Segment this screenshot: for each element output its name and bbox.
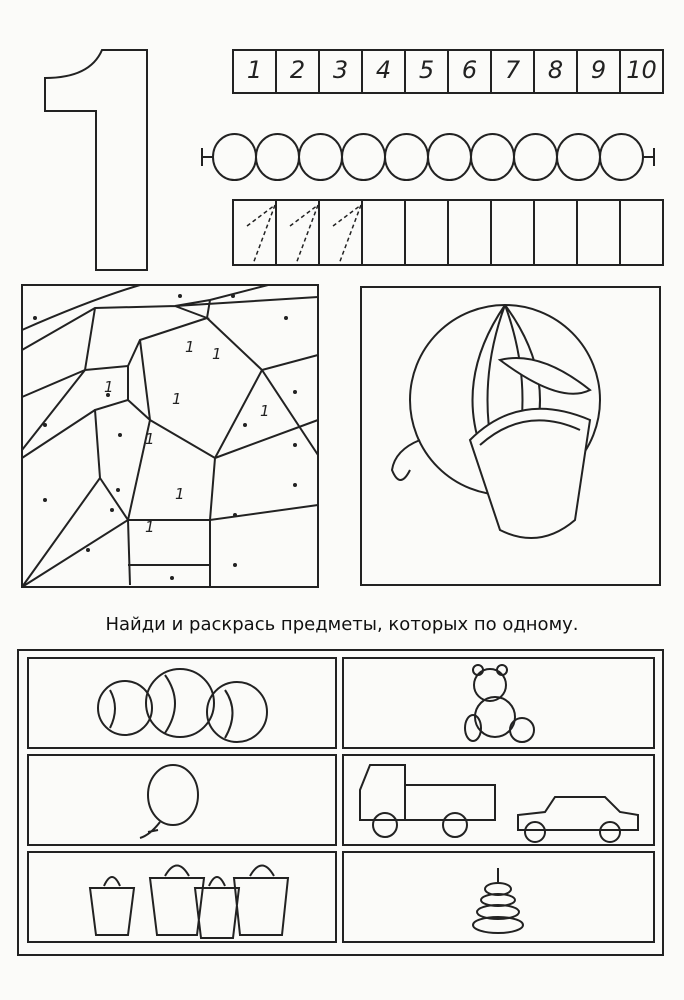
trace-cell — [404, 199, 449, 266]
mosaic-label: 1 — [145, 518, 155, 536]
number-cell-label: 2 — [289, 56, 306, 84]
buckets-drawing — [88, 864, 290, 939]
number-cell-label: 6 — [461, 56, 478, 84]
mosaic-label: 1 — [185, 338, 195, 356]
truck-drawing — [359, 764, 496, 838]
bead — [427, 133, 472, 181]
mosaic-label: 1 — [260, 402, 270, 420]
bead — [384, 133, 429, 181]
trace-cell — [318, 199, 363, 266]
bead — [298, 133, 343, 181]
big-digit-one-outline — [44, 49, 148, 271]
items-grid — [17, 649, 664, 956]
bead — [470, 133, 515, 181]
bead — [513, 133, 558, 181]
balloon-drawing — [139, 764, 199, 839]
trace-cell — [232, 199, 277, 266]
dashed-digit-one — [246, 202, 277, 265]
bead — [212, 133, 257, 181]
car-drawing — [517, 796, 639, 843]
dashed-digit-one — [332, 202, 363, 265]
bead — [599, 133, 644, 181]
trace-cell — [576, 199, 621, 266]
watermelon-picture — [360, 286, 661, 586]
number-cell — [619, 49, 664, 94]
bead — [255, 133, 300, 181]
pyramid-toy-drawing — [472, 868, 524, 934]
instruction-text: Найди и раскрась предметы, которых по од… — [105, 614, 579, 635]
number-cell-label: 1 — [246, 56, 263, 84]
number-cell-label: 10 — [626, 56, 657, 84]
number-cell-label: 8 — [547, 56, 564, 84]
mosaic-label: 1 — [145, 430, 155, 448]
trace-cell — [275, 199, 320, 266]
bead — [341, 133, 386, 181]
number-cell-label: 5 — [418, 56, 435, 84]
trace-cell — [361, 199, 406, 266]
trace-cell — [447, 199, 492, 266]
mosaic-label: 1 — [104, 378, 114, 396]
number-cell-label: 3 — [332, 56, 349, 84]
number-row-grid — [232, 49, 664, 94]
mosaic-puzzle — [21, 284, 319, 588]
mosaic-label: 1 — [175, 485, 185, 503]
mosaic-label: 1 — [172, 390, 182, 408]
number-cell-label: 9 — [590, 56, 607, 84]
teddy-bear-drawing — [464, 664, 535, 743]
number-cell-label: 7 — [504, 56, 521, 84]
number-cell-label: 4 — [375, 56, 392, 84]
trace-cell — [490, 199, 535, 266]
trace-cell — [619, 199, 664, 266]
tracing-row — [232, 199, 664, 266]
mosaic-label: 1 — [212, 345, 222, 363]
balls-drawing — [97, 668, 268, 743]
dashed-digit-one — [289, 202, 320, 265]
bead — [556, 133, 601, 181]
bead-string — [201, 133, 655, 181]
trace-cell — [533, 199, 578, 266]
